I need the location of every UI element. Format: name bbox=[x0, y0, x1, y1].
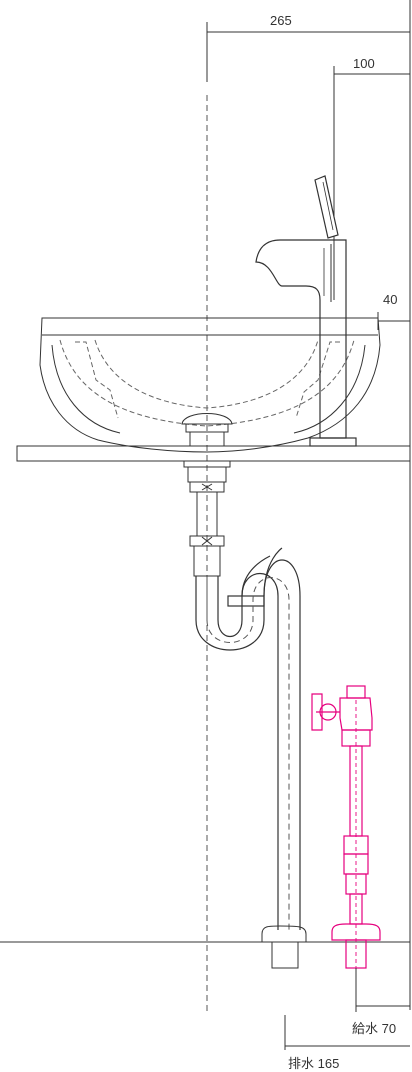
drain-floor-flange bbox=[261, 925, 307, 969]
s-trap bbox=[195, 547, 301, 930]
dimension-drain-label: 排水 165 bbox=[288, 1056, 339, 1071]
dimension-drain bbox=[284, 1015, 410, 1050]
drain-cap bbox=[181, 413, 233, 425]
faucet-base bbox=[309, 437, 357, 447]
counter-slab bbox=[16, 445, 411, 462]
s-trap-hidden bbox=[206, 577, 290, 930]
dimension-100-label: 100 bbox=[353, 56, 375, 71]
dimension-40-label: 40 bbox=[383, 292, 397, 307]
dimension-supply-label: 給水 70 bbox=[352, 1021, 396, 1036]
supply-stop-valve bbox=[311, 685, 381, 969]
dimension-265-label: 265 bbox=[270, 13, 292, 28]
faucet-body bbox=[255, 239, 347, 439]
dimension-40 bbox=[377, 312, 410, 330]
vessel-basin bbox=[39, 317, 381, 453]
basin-hidden-lines bbox=[59, 339, 355, 427]
dimension-supply bbox=[355, 968, 410, 1012]
drain-assembly bbox=[181, 413, 233, 577]
dimension-100 bbox=[333, 66, 410, 300]
wall-and-floor bbox=[0, 0, 411, 1010]
faucet bbox=[255, 175, 357, 447]
faucet-handle bbox=[314, 175, 339, 239]
dimension-265 bbox=[206, 22, 410, 82]
